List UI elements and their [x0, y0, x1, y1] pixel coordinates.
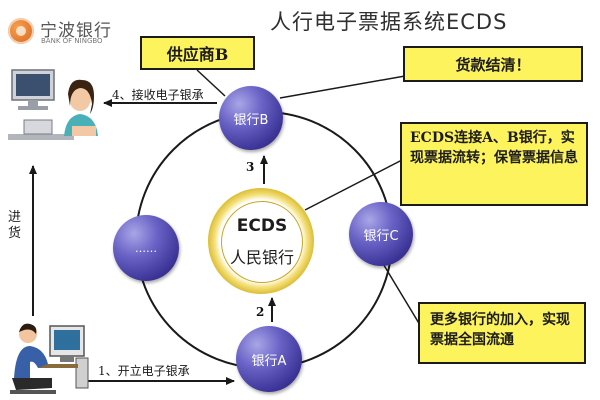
leader-paid — [279, 75, 406, 99]
bank-b-node: 银行B — [219, 86, 283, 150]
bank-name-en: BANK OF NINGBO — [41, 37, 103, 45]
purchase-label: 进货 — [8, 210, 22, 241]
ecds-description-callout: ECDS连接A、B银行，实现票据流转；保管票据信息 — [400, 122, 588, 206]
leader-ecds — [304, 159, 403, 211]
supplier-b-callout: 供应商B — [140, 36, 255, 70]
bank-name: 宁波银行 — [40, 21, 112, 41]
ecds-center-title: ECDS — [236, 216, 288, 236]
bank-c-node: 银行C — [349, 202, 413, 266]
step-4-label: 4、接收电子银承 — [112, 88, 204, 102]
ecds-center-node: ECDS 人民银行 — [208, 188, 314, 294]
bank-a-node: 银行A — [236, 326, 302, 392]
payment-settled-callout: 货款结清！ — [403, 46, 583, 82]
leader-supplier — [196, 69, 226, 97]
supplier-computer-icon — [8, 69, 98, 140]
bank-logo: 宁波银行 BANK OF NINGBO — [8, 12, 158, 52]
ecds-center-inner: ECDS 人民银行 — [221, 201, 303, 283]
logo-emblem-icon — [8, 18, 34, 44]
ecds-center-subtitle: 人民银行 — [229, 248, 294, 267]
more-banks-callout: 更多银行的加入，实现票据全国流通 — [418, 302, 586, 364]
leader-more — [381, 261, 421, 326]
buyer-computer-icon — [10, 323, 89, 394]
other-banks-node: …… — [113, 215, 179, 281]
step-3-label: 3 — [246, 160, 255, 174]
step-2-label: 2 — [256, 305, 265, 319]
page-title: 人行电子票据系统ECDS — [270, 10, 508, 34]
step-1-label: 1、开立电子银承 — [98, 364, 190, 378]
